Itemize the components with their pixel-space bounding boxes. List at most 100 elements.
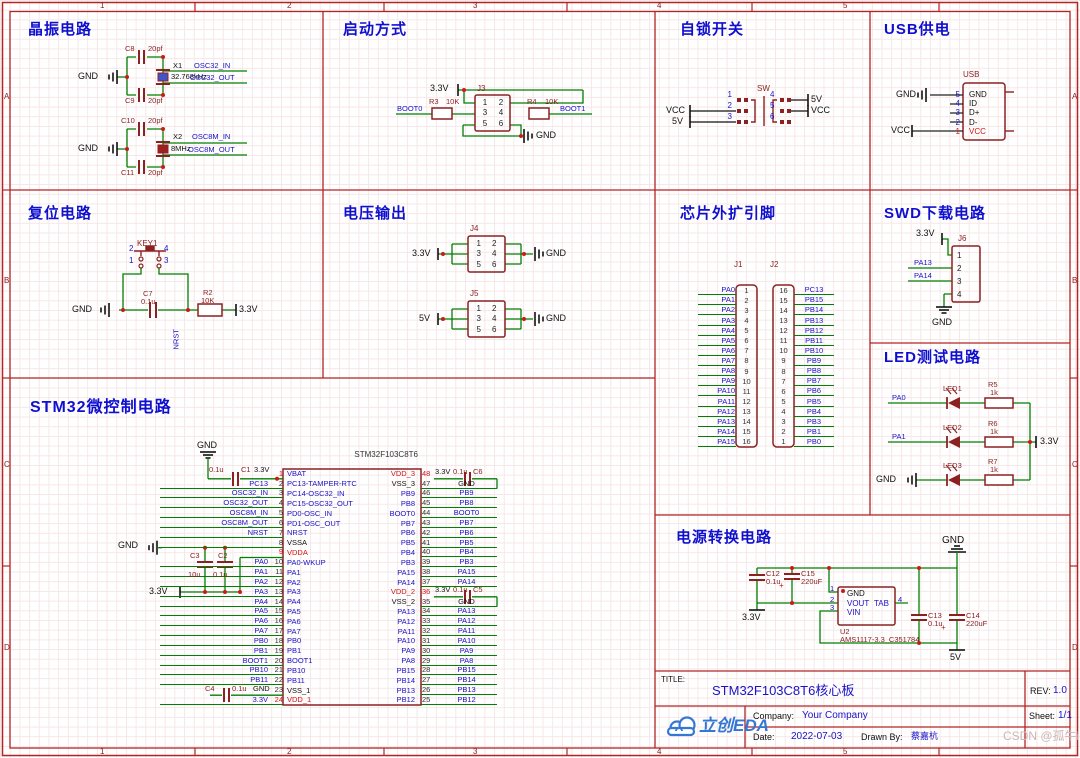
border-col-label: 1 <box>100 1 105 10</box>
led-ref: LED2 <box>943 423 962 432</box>
net-label-pa1: PA1 <box>892 432 906 441</box>
cap-value: 220uF <box>801 577 823 586</box>
cap-value: 20pf <box>148 44 163 53</box>
section-title-latch: 自锁开关 <box>680 21 745 38</box>
cap-ref: C1 <box>241 465 251 474</box>
boot-circuit[interactable] <box>396 84 592 144</box>
rail-label-3v3: 3.3V <box>254 465 270 474</box>
led3-symbol <box>945 464 960 486</box>
lceda-logo-icon <box>666 716 696 737</box>
gnd-label: GND <box>78 71 98 81</box>
led-ref: LED1 <box>943 384 962 393</box>
crystal-freq: 32.768kHz <box>171 72 207 81</box>
crystal-x1[interactable] <box>108 50 247 102</box>
section-title-reset: 复位电路 <box>28 205 93 222</box>
net-label-vcc: VCC <box>891 125 911 135</box>
gnd-label: GND <box>536 130 556 140</box>
titleblock-sheet: 1/1 <box>1058 710 1072 721</box>
rail-label-3v3: 3.3V <box>239 304 258 314</box>
pin-number: 2 <box>830 595 835 604</box>
border-col-label: 3 <box>473 747 478 756</box>
section-title-vout: 电压输出 <box>343 205 408 222</box>
resistor-value: 1k <box>990 388 998 397</box>
cap-ref: C12 <box>766 569 780 578</box>
rail-label-3v3: 3.3V <box>916 228 935 238</box>
mcu-chip[interactable] <box>148 451 498 706</box>
pin-number: 1 <box>830 584 835 593</box>
border-col-label: 5 <box>843 747 848 756</box>
net-label-5v: 5V <box>672 116 684 126</box>
connector-ref: J2 <box>770 260 779 269</box>
usb-connector[interactable] <box>911 82 1014 141</box>
connector-ref: J1 <box>734 260 743 269</box>
cap-ref: C2 <box>218 551 228 560</box>
resistor-value: 1k <box>990 465 998 474</box>
crystal-x2[interactable] <box>108 122 247 174</box>
cap-ref: C10 <box>121 116 135 125</box>
connector-ref: J4 <box>470 224 479 233</box>
gnd-label: GND <box>253 684 270 693</box>
titleblock-title: STM32F103C8T6核心板 <box>712 683 855 698</box>
section-title-expansion: 芯片外扩引脚 <box>680 205 777 222</box>
titleblock-date: 2022-07-03 <box>791 731 843 742</box>
vout-j4[interactable] <box>437 235 544 273</box>
key-pin: 1 <box>129 256 134 265</box>
gnd-label: GND <box>546 313 566 323</box>
border-col-label: 3 <box>473 1 478 10</box>
cap-ref: C9 <box>125 96 135 105</box>
titleblock-sheet-label: Sheet: <box>1029 711 1056 721</box>
cap-value: 0.1u <box>453 585 468 594</box>
border-col-label: 2 <box>287 747 292 756</box>
rail-label-3v3: 3.3V <box>435 467 451 476</box>
resistor-value: 10K <box>545 97 559 106</box>
pin-number: 3 <box>830 603 835 612</box>
gnd-label: GND <box>896 89 916 99</box>
border-row-label: C <box>4 460 10 469</box>
latch-switch[interactable] <box>689 94 809 128</box>
power-circuit[interactable] <box>749 545 967 651</box>
resistor-ref: R4 <box>527 97 537 106</box>
net-label-nrst: NRST <box>171 329 181 350</box>
border-col-label: 4 <box>657 747 662 756</box>
titleblock-company: Your Company <box>802 710 868 721</box>
rail-label-5v: 5V <box>419 313 431 323</box>
cap-polarity: + <box>941 623 946 632</box>
rail-label-3v3: 3.3V <box>412 248 431 258</box>
cap-ref: C13 <box>928 611 942 620</box>
titleblock-drawn-by: 蔡嘉杭 <box>911 731 939 741</box>
expansion-headers[interactable] <box>735 284 795 448</box>
vout-j5[interactable] <box>437 300 544 338</box>
net-label-boot1: BOOT1 <box>560 104 586 113</box>
section-title-swd: SWD下载电路 <box>884 205 986 222</box>
border-row-label: B <box>4 276 10 285</box>
reset-circuit[interactable] <box>100 245 237 318</box>
swd-circuit[interactable] <box>908 233 981 314</box>
cap-value: 20pf <box>148 116 163 125</box>
border-col-label: 1 <box>100 747 105 756</box>
titleblock-rev: 1.0 <box>1053 685 1067 696</box>
crystal-ref: X2 <box>173 132 183 141</box>
gnd-label: GND <box>78 143 98 153</box>
cap-ref: C15 <box>801 569 815 578</box>
cap-value: 0.1u <box>232 684 247 693</box>
watermark: CSDN @孤牛i <box>1003 729 1080 743</box>
key-ref: KEY1 <box>137 239 158 248</box>
border-row-label: A <box>4 92 10 101</box>
resistor-value: 1k <box>990 427 998 436</box>
resistor-ref: R2 <box>203 288 213 297</box>
cap-value: 20pf <box>148 168 163 177</box>
titleblock-title-label: TITLE: <box>661 675 686 684</box>
led-circuit[interactable] <box>888 387 1037 488</box>
cap-ref: C3 <box>190 551 200 560</box>
